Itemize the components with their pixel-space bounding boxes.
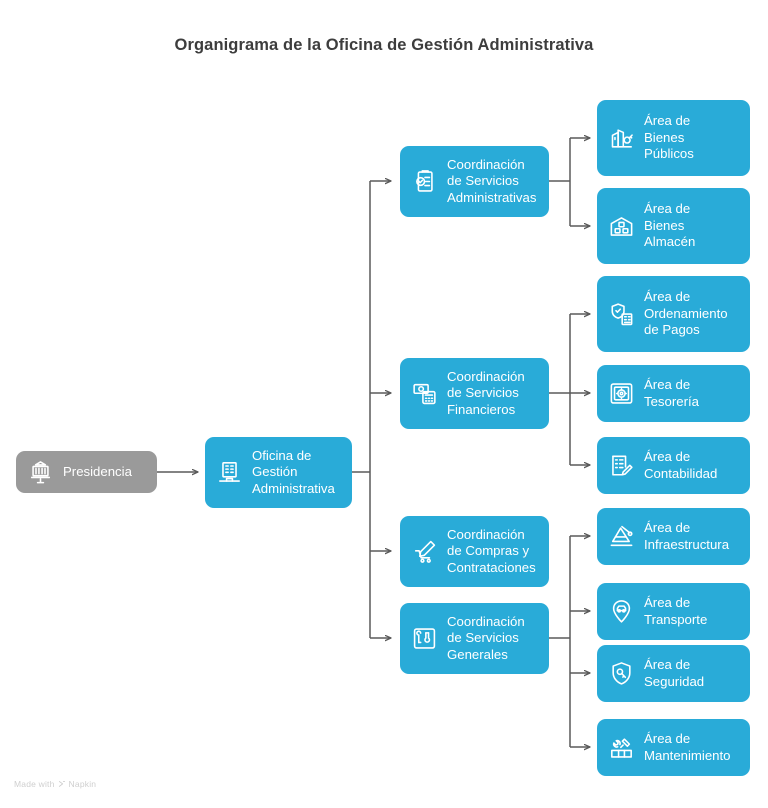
node-coord-servicios-financieros[interactable]: Coordinación de Servicios Financieros	[400, 358, 549, 429]
napkin-watermark: Made with Napkin	[14, 779, 96, 789]
node-label: Presidencia	[63, 463, 132, 479]
government-building-icon	[27, 459, 54, 486]
node-label: Área de Mantenimiento	[644, 731, 731, 763]
node-label: Coordinación de Compras y Contrataciones	[447, 526, 536, 575]
money-calculator-icon	[411, 380, 438, 407]
vehicle-badge-icon	[608, 598, 635, 625]
verified-payment-icon	[608, 301, 635, 328]
tools-wrench-icon	[411, 625, 438, 652]
node-label: Coordinación de Servicios Generales	[447, 613, 525, 662]
napkin-logo-icon	[58, 780, 66, 788]
node-label: Área de Transporte	[644, 595, 708, 627]
shopping-cart-pen-icon	[411, 538, 438, 565]
node-coord-compras-contrataciones[interactable]: Coordinación de Compras y Contrataciones	[400, 516, 549, 587]
node-area-seguridad[interactable]: Área de Seguridad	[597, 645, 750, 702]
node-area-mantenimiento[interactable]: Área de Mantenimiento	[597, 719, 750, 776]
node-label: Área de Ordenamiento de Pagos	[644, 289, 728, 338]
node-oficina-gestion-administrativa[interactable]: Oficina de Gestión Administrativa	[205, 437, 352, 508]
node-area-contabilidad[interactable]: Área de Contabilidad	[597, 437, 750, 494]
node-presidencia[interactable]: Presidencia	[16, 451, 157, 493]
ledger-pen-icon	[608, 452, 635, 479]
node-label: Oficina de Gestión Administrativa	[252, 447, 335, 496]
node-area-infraestructura[interactable]: Área de Infraestructura	[597, 508, 750, 565]
node-area-bienes-almacen[interactable]: Área de Bienes Almacén	[597, 188, 750, 264]
node-coord-servicios-generales[interactable]: Coordinación de Servicios Generales	[400, 603, 549, 674]
maintenance-toolbox-icon	[608, 734, 635, 761]
office-building-icon	[216, 459, 243, 486]
assets-tag-icon	[608, 125, 635, 152]
safe-vault-icon	[608, 380, 635, 407]
node-area-ordenamiento-pagos[interactable]: Área de Ordenamiento de Pagos	[597, 276, 750, 352]
node-label: Área de Bienes Públicos	[644, 113, 694, 162]
shield-key-icon	[608, 660, 635, 687]
node-label: Área de Seguridad	[644, 657, 705, 689]
warehouse-icon	[608, 213, 635, 240]
node-label: Coordinación de Servicios Financieros	[447, 368, 525, 417]
node-label: Área de Contabilidad	[644, 449, 718, 481]
node-label: Área de Infraestructura	[644, 520, 730, 552]
node-label: Coordinación de Servicios Administrativa…	[447, 156, 537, 205]
node-area-tesoreria[interactable]: Área de Tesorería	[597, 365, 750, 422]
node-label: Área de Bienes Almacén	[644, 201, 696, 250]
clipboard-check-icon	[411, 168, 438, 195]
watermark-made-with-text: Made with	[14, 779, 55, 789]
node-coord-servicios-administrativas[interactable]: Coordinación de Servicios Administrativa…	[400, 146, 549, 217]
node-area-transporte[interactable]: Área de Transporte	[597, 583, 750, 640]
crane-construction-icon	[608, 523, 635, 550]
page-title: Organigrama de la Oficina de Gestión Adm…	[174, 36, 594, 54]
node-label: Área de Tesorería	[644, 377, 699, 409]
watermark-brand-text: Napkin	[68, 779, 97, 789]
node-area-bienes-publicos[interactable]: Área de Bienes Públicos	[597, 100, 750, 176]
